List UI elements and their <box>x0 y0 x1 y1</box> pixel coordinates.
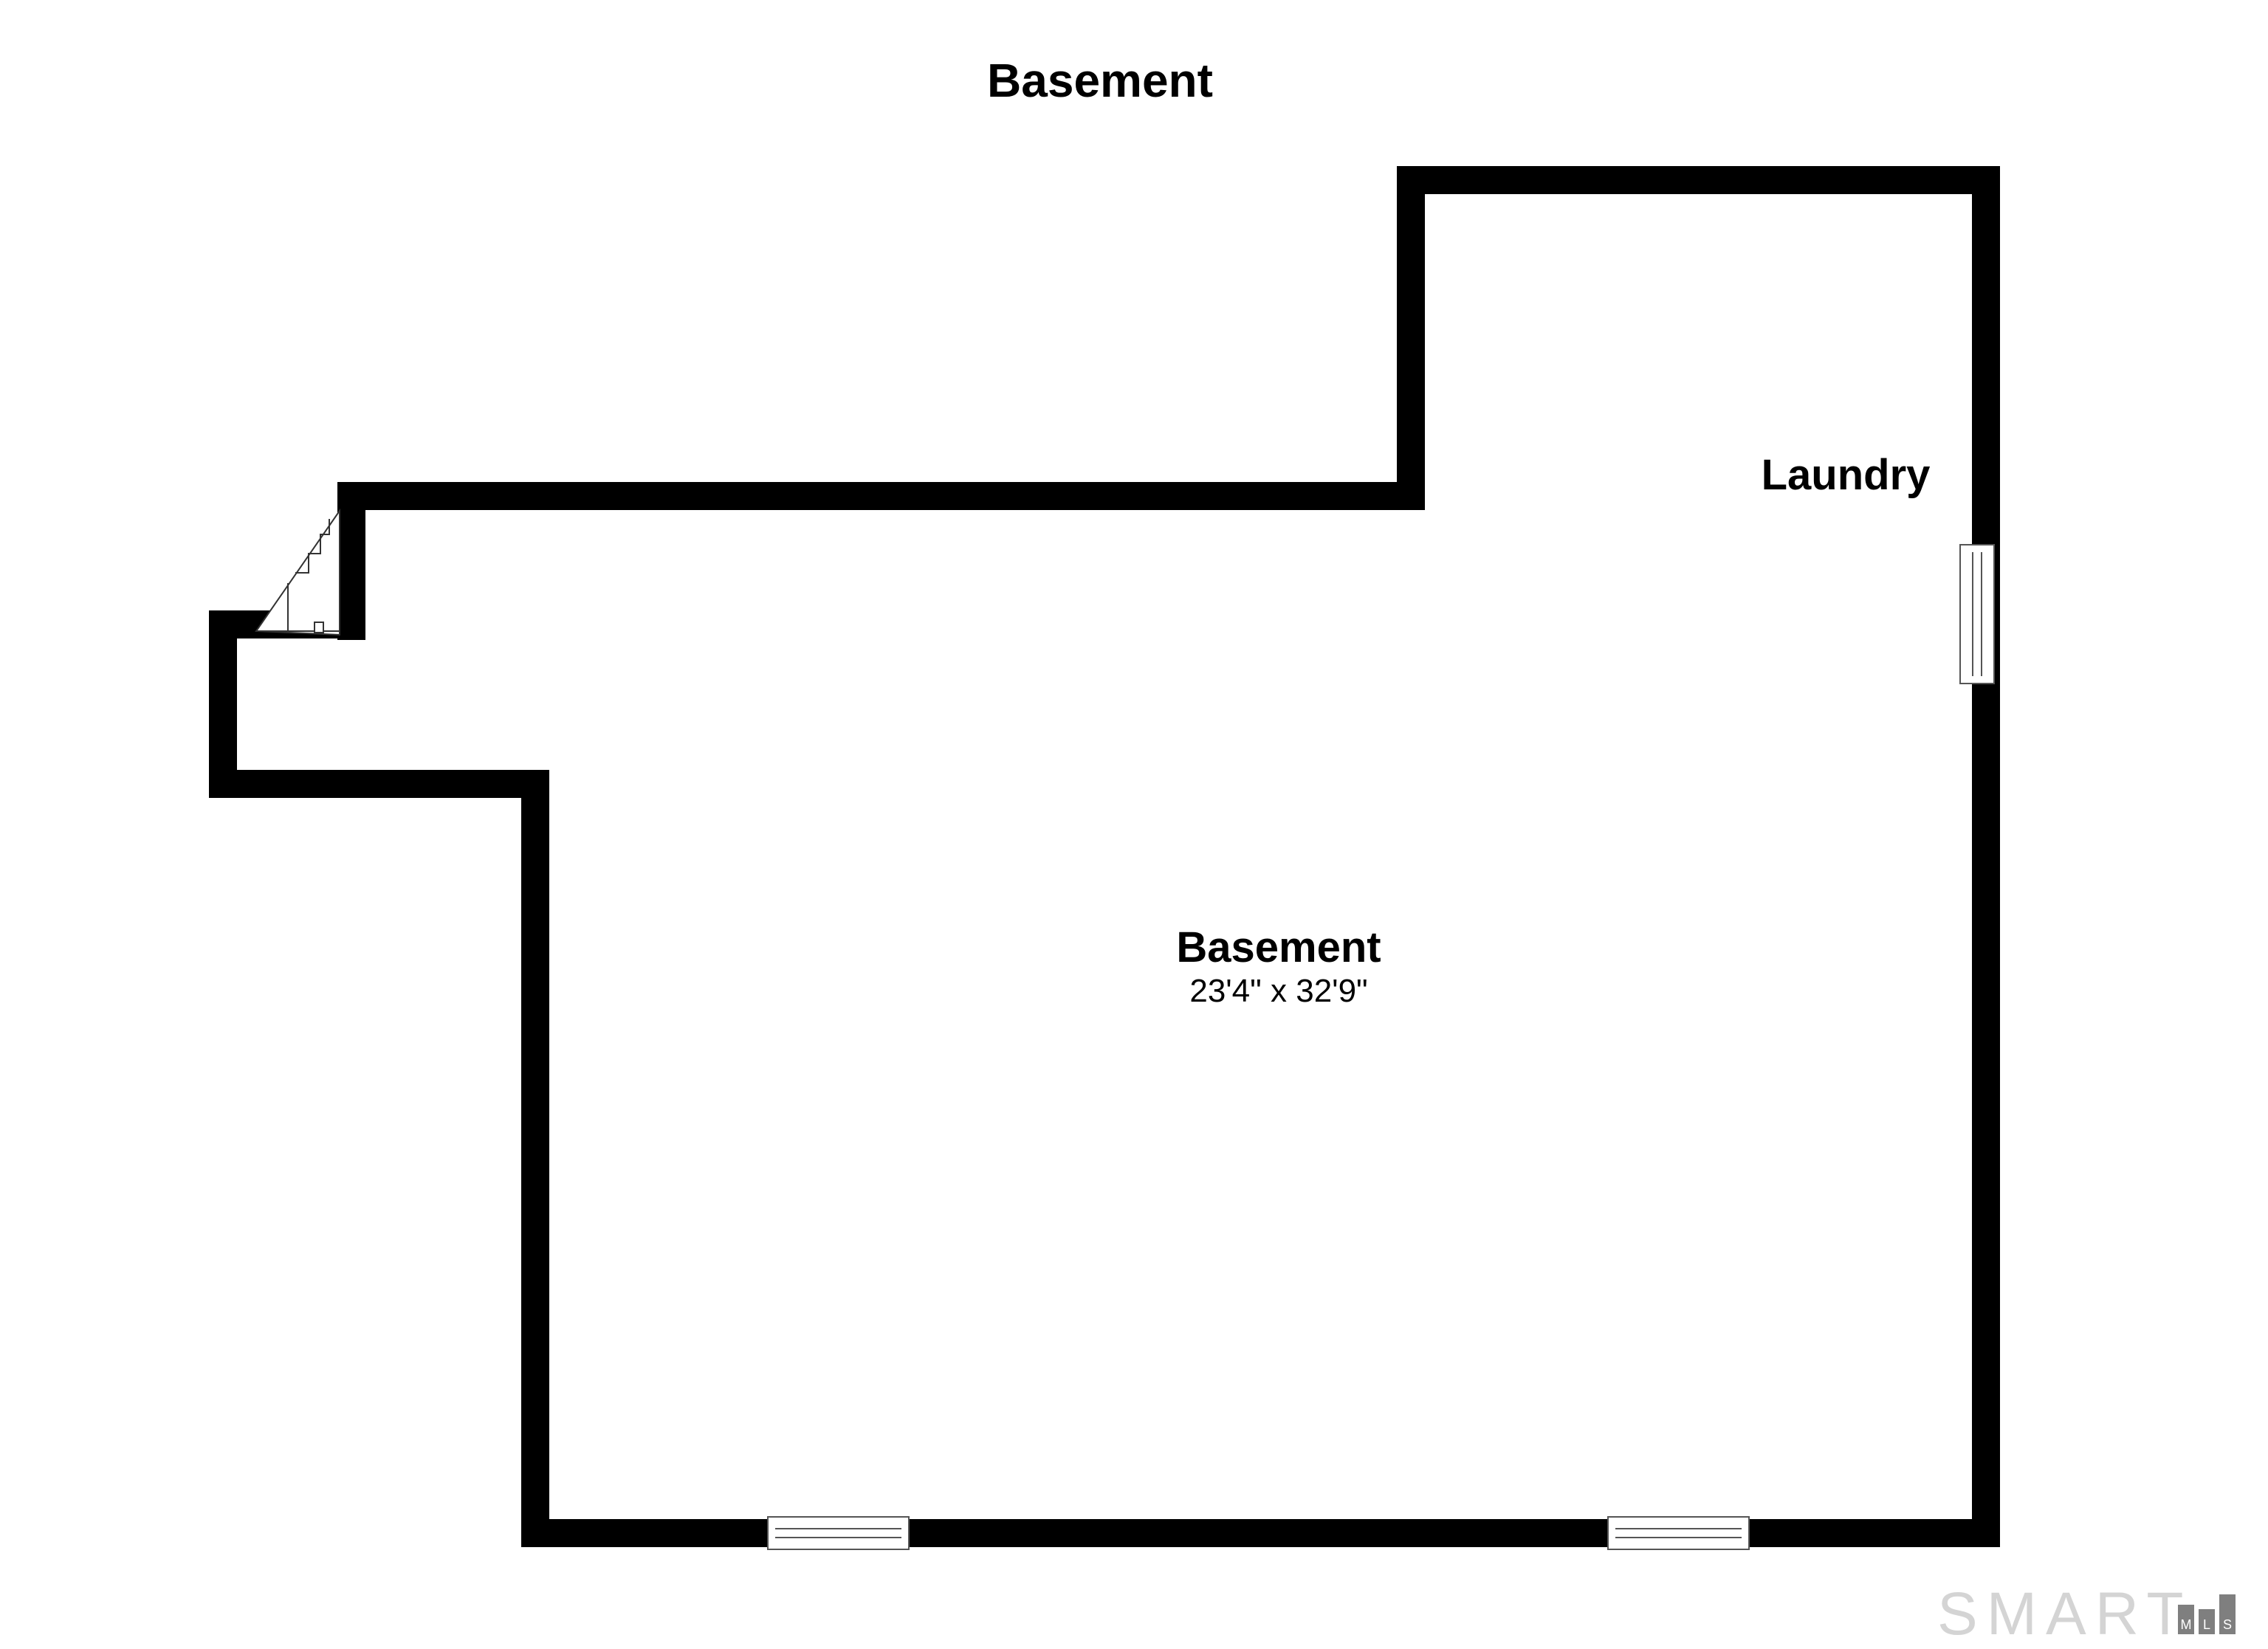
room-dimensions-basement: 23'4" x 32'9" <box>1189 973 1367 1009</box>
window-bottom-right <box>1607 1516 1750 1550</box>
room-label-basement: Basement <box>1176 923 1381 971</box>
room-label-laundry: Laundry <box>1762 451 1931 499</box>
logo-letter-m: M <box>2181 1617 2192 1632</box>
window-bottom-left <box>767 1516 910 1550</box>
logo-brand-text: SMART <box>1937 1580 2193 1648</box>
smartmls-logo: SMART M L S <box>1937 1580 2236 1648</box>
logo-letter-l: L <box>2203 1617 2210 1632</box>
window-right-wall <box>1959 544 1995 684</box>
floor-title: Basement <box>987 54 1213 107</box>
stairs-icon <box>255 508 340 636</box>
logo-letter-s: S <box>2223 1617 2232 1632</box>
exterior-wall <box>209 166 2000 1547</box>
